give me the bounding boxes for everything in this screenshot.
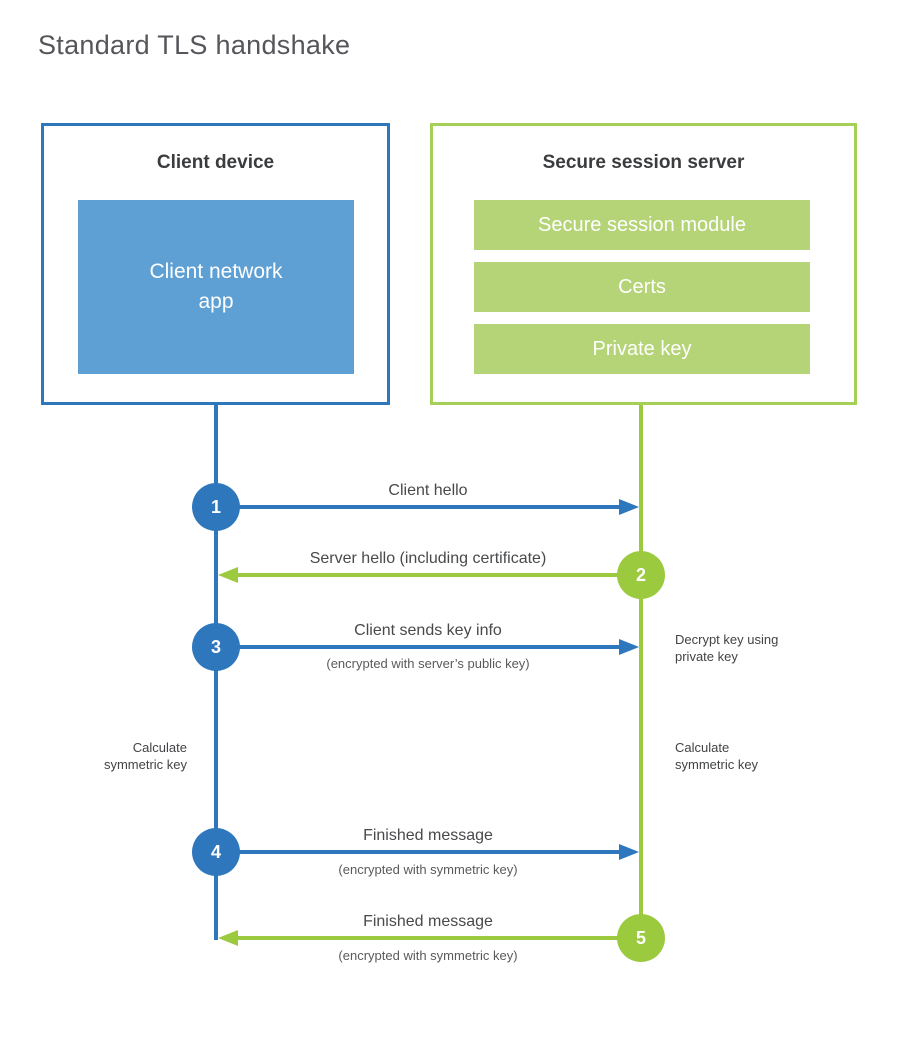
server-module-secure-session-module: Secure session module bbox=[474, 200, 810, 250]
page-title: Standard TLS handshake bbox=[38, 30, 351, 60]
arrow-step3-head-icon bbox=[619, 639, 639, 655]
step5-label: Finished message bbox=[363, 913, 493, 930]
step3-badge: 3 bbox=[192, 623, 240, 671]
arrow-step4-shaft bbox=[216, 850, 622, 854]
note-calculate-symmetric-key-server: Calculate symmetric key bbox=[675, 740, 759, 772]
secure-session-server-heading: Secure session server bbox=[542, 152, 745, 173]
arrow-step2-shaft bbox=[238, 573, 641, 577]
step2-label: Server hello (including certificate) bbox=[309, 550, 547, 567]
arrow-step3-shaft bbox=[216, 645, 622, 649]
arrow-step2-head-icon bbox=[218, 567, 238, 583]
step4-sublabel: (encrypted with symmetric key) bbox=[338, 862, 518, 877]
step2-badge: 2 bbox=[617, 551, 665, 599]
server-lifeline bbox=[639, 405, 643, 938]
arrow-step1-shaft bbox=[216, 505, 622, 509]
step3-sublabel: (encrypted with server’s public key) bbox=[326, 656, 530, 671]
arrow-step4-head-icon bbox=[619, 844, 639, 860]
server-module-private-key: Private key bbox=[474, 324, 810, 374]
client-device-heading: Client device bbox=[156, 152, 275, 173]
step4-badge: 4 bbox=[192, 828, 240, 876]
step5-badge: 5 bbox=[617, 914, 665, 962]
arrow-step5-shaft bbox=[238, 936, 641, 940]
step3-label: Client sends key info bbox=[354, 622, 502, 639]
arrow-step5-head-icon bbox=[218, 930, 238, 946]
step5-sublabel: (encrypted with symmetric key) bbox=[338, 948, 518, 963]
server-module-certs: Certs bbox=[474, 262, 810, 312]
step1-label: Client hello bbox=[388, 482, 468, 499]
client-lifeline bbox=[214, 405, 218, 940]
note-calculate-symmetric-key-client: Calculate symmetric key bbox=[103, 740, 187, 772]
arrow-step1-head-icon bbox=[619, 499, 639, 515]
step4-label: Finished message bbox=[363, 827, 493, 844]
client-network-app-box: Client network app bbox=[78, 200, 354, 374]
step1-badge: 1 bbox=[192, 483, 240, 531]
note-decrypt-key: Decrypt key using private key bbox=[675, 632, 779, 664]
